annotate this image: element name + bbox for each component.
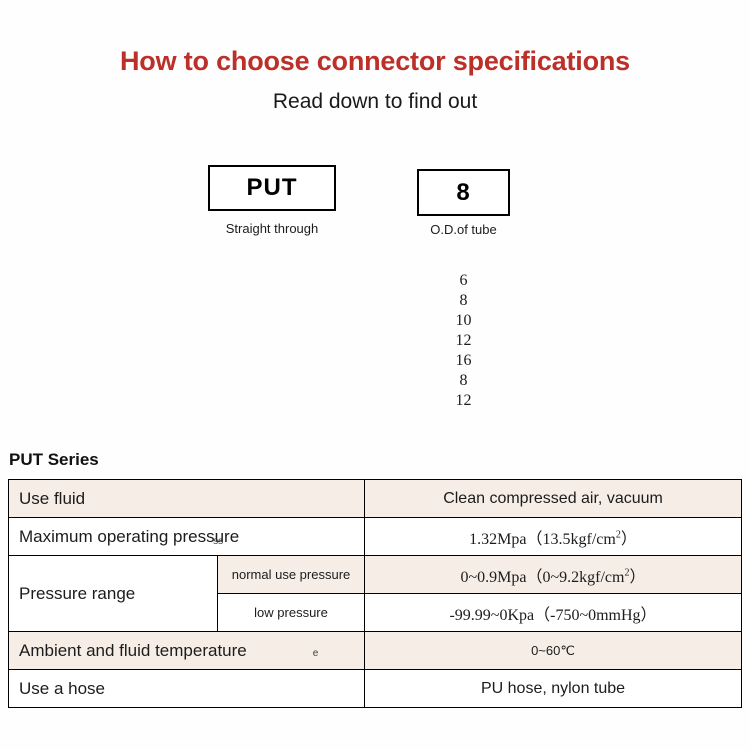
tube-size-option[interactable]: 12 — [455, 332, 472, 349]
spec-label-max-operating-pressure: Maximum operating pressuress — [7, 517, 366, 556]
tube-size-box: 8 — [417, 169, 510, 216]
spec-label-text: Maximum operating pressure — [19, 526, 240, 546]
tube-size-option[interactable]: 8 — [459, 292, 468, 309]
table-row: Maximum operating pressuress 1.32Mpa（13.… — [7, 517, 743, 556]
spec-sublabel-low-pressure: low pressure — [216, 593, 366, 632]
table-row: Use fluid Clean compressed air, vacuum — [7, 479, 743, 518]
table-row: Ambient and fluid temperature e 0~60℃ — [7, 631, 743, 670]
spec-label-ambient-fluid-temperature: Ambient and fluid temperature e — [7, 631, 366, 670]
spec-value-normal-use-pressure: 0~0.9Mpa（0~9.2kgf/cm2） — [364, 555, 743, 594]
spec-value-text: 0~0.9Mpa（0~9.2kgf/cm — [460, 568, 625, 586]
tube-size-option[interactable]: 12 — [455, 392, 472, 409]
table-row: Use a hose PU hose, nylon tube — [7, 669, 743, 708]
spec-value-text: 1.32Mpa（13.5kgf/cm — [469, 530, 616, 548]
tube-size-option[interactable]: 10 — [455, 312, 472, 329]
stray-artifact: e — [312, 647, 319, 659]
spec-value-ambient-fluid-temperature: 0~60℃ — [364, 631, 743, 670]
series-code-caption: Straight through — [225, 221, 319, 236]
tube-size-caption: O.D.of tube — [430, 222, 497, 237]
spec-value-use-fluid: Clean compressed air, vacuum — [364, 479, 743, 518]
spec-label-use-fluid: Use fluid — [7, 479, 366, 518]
spec-label-text: Ambient and fluid temperature — [19, 640, 247, 660]
page-title: How to choose connector specifications — [120, 46, 630, 76]
table-row: Pressure range normal use pressure 0~0.9… — [8, 555, 743, 632]
page-subtitle: Read down to find out — [272, 90, 478, 113]
series-code-text: PUT — [246, 174, 298, 201]
spec-value-low-pressure: -99.99~0Kpa（-750~0mmHg） — [364, 593, 743, 632]
tube-size-text: 8 — [456, 178, 471, 206]
tube-size-option[interactable]: 16 — [455, 352, 472, 369]
tube-size-option[interactable]: 8 — [459, 372, 468, 389]
spec-value-tail: ） — [629, 568, 646, 586]
tube-size-option-list: 6 8 10 12 16 8 12 — [417, 271, 510, 411]
spec-value-max-operating-pressure: 1.32Mpa（13.5kgf/cm2） — [364, 517, 743, 556]
spec-table-heading: PUT Series — [9, 450, 99, 469]
spec-value-tail: ） — [620, 530, 637, 548]
spec-value-use-a-hose: PU hose, nylon tube — [364, 669, 743, 708]
spec-table: Use fluid Clean compressed air, vacuum M… — [7, 479, 743, 708]
spec-label-pressure-range: Pressure range — [8, 555, 218, 632]
tube-size-option[interactable]: 6 — [459, 272, 468, 289]
spec-label-use-a-hose: Use a hose — [7, 669, 366, 708]
series-code-box: PUT — [208, 165, 336, 211]
spec-sublabel-normal-use-pressure: normal use pressure — [216, 555, 366, 594]
spec-value-exponent: 2 — [615, 529, 621, 541]
spec-value-exponent: 2 — [624, 567, 630, 579]
